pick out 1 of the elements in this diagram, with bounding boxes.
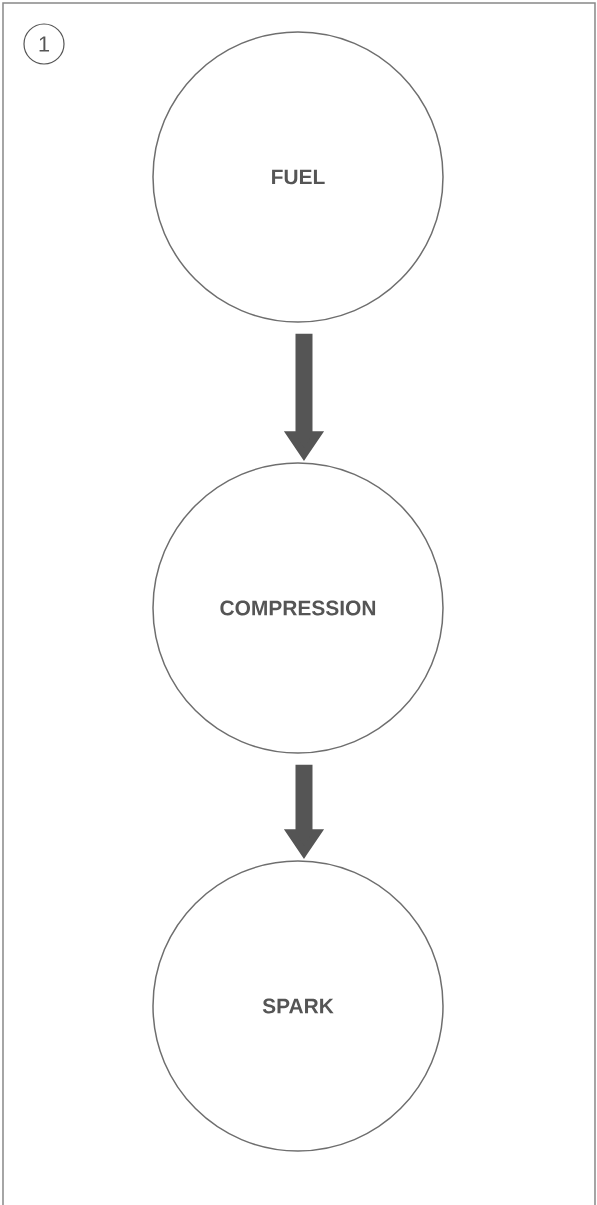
callout-number: 1 bbox=[23, 23, 65, 65]
